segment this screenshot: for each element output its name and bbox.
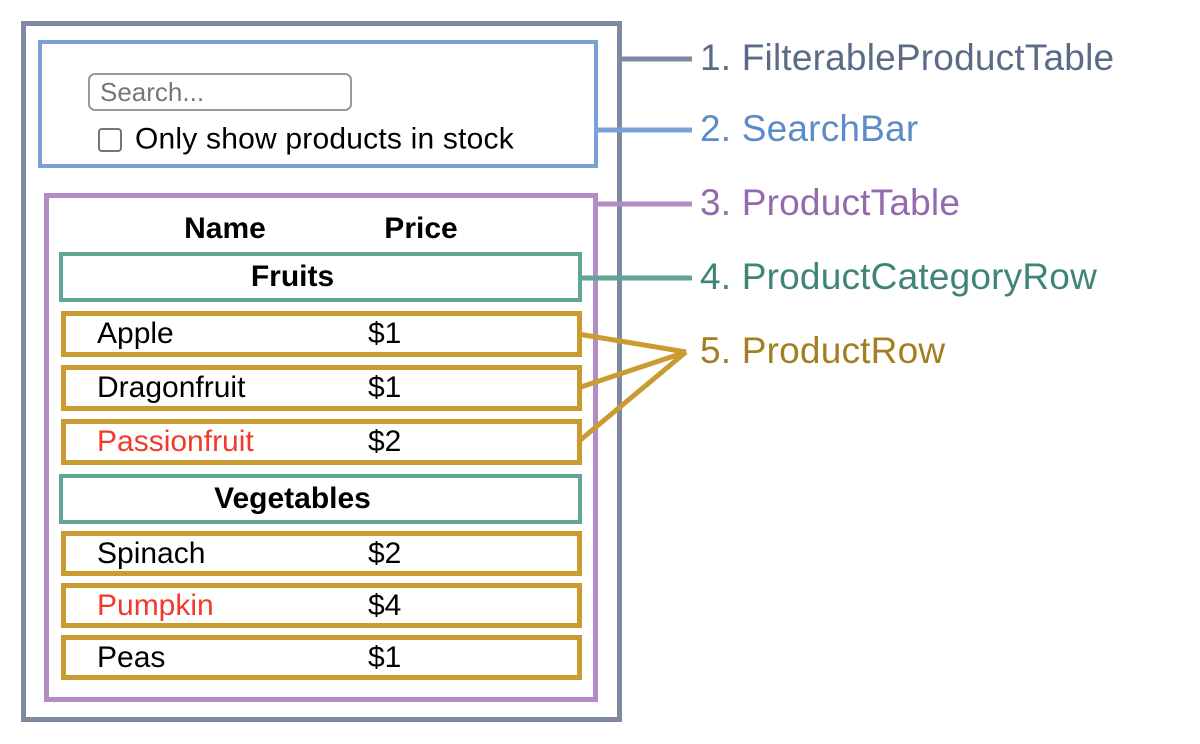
product-price: $2	[368, 425, 402, 458]
product-price: $1	[368, 371, 402, 404]
legend-item-producttable: 3. ProductTable	[700, 182, 961, 224]
product-price: $4	[368, 588, 402, 622]
category-row-vegetables: Vegetables	[59, 474, 582, 524]
product-name: Pumpkin	[97, 588, 214, 622]
legend-item-productcategoryrow: 4. ProductCategoryRow	[700, 256, 1097, 298]
product-name: Dragonfruit	[97, 371, 246, 404]
price-column-header: Price	[384, 212, 458, 245]
search-input[interactable]	[88, 73, 352, 111]
product-name: Apple	[97, 317, 174, 350]
product-row-peas: Peas $1	[61, 635, 582, 680]
in-stock-checkbox-label: Only show products in stock	[135, 122, 514, 156]
product-name: Peas	[97, 640, 166, 674]
product-row-dragonfruit: Dragonfruit $1	[61, 365, 582, 411]
in-stock-checkbox[interactable]	[98, 128, 122, 152]
name-column-header: Name	[184, 212, 266, 245]
category-row-fruits: Fruits	[59, 252, 582, 302]
legend-item-filterableproducttable: 1. FilterableProductTable	[700, 37, 1115, 79]
product-price: $1	[368, 640, 402, 674]
product-row-pumpkin: Pumpkin $4	[61, 583, 582, 628]
legend-item-productrow: 5. ProductRow	[700, 330, 946, 372]
product-price: $1	[368, 317, 402, 350]
product-row-spinach: Spinach $2	[61, 531, 582, 576]
product-row-apple: Apple $1	[61, 311, 582, 357]
product-name: Spinach	[97, 536, 206, 570]
product-name: Passionfruit	[97, 425, 254, 458]
product-price: $2	[368, 536, 402, 570]
legend-item-searchbar: 2. SearchBar	[700, 108, 919, 150]
product-row-passionfruit: Passionfruit $2	[61, 419, 582, 465]
